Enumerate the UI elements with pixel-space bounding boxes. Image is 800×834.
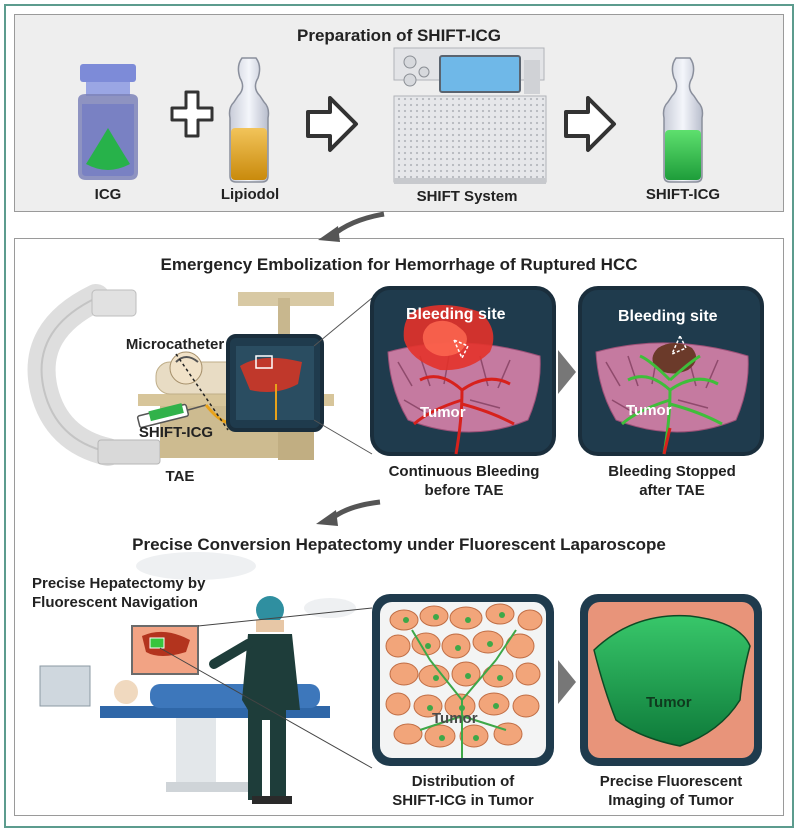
shift-system-label: SHIFT System: [416, 188, 518, 205]
fluorescent-imaging-image: [580, 594, 762, 766]
fluorescent-caption: Precise Fluorescent Imaging of Tumor: [578, 772, 764, 810]
bleeding-site-label-before: Bleeding site: [406, 306, 506, 323]
monitor-stand-icon: [238, 292, 334, 338]
navigation-label-line1: Precise Hepatectomy by: [32, 575, 206, 592]
lipiodol-label: Lipiodol: [220, 186, 280, 203]
process-arrow-icon: [564, 96, 616, 152]
navigation-label-line2: Fluorescent Navigation: [32, 594, 198, 611]
hepatectomy-title: Precise Conversion Hepatectomy under Flu…: [132, 535, 666, 554]
shift-icg-syringe-label: SHIFT-ICG: [138, 424, 214, 441]
fluorescent-caption-line1: Precise Fluorescent: [599, 773, 743, 790]
flow-arrow-icon: [330, 211, 385, 238]
tae-label: TAE: [165, 468, 195, 485]
before-tae-caption-line1: Continuous Bleeding: [388, 463, 540, 480]
embolization-title: Emergency Embolization for Hemorrhage of…: [160, 255, 638, 274]
icg-label: ICG: [94, 186, 122, 203]
bleeding-stopped-image: [578, 286, 764, 456]
angiography-system-icon: [27, 284, 161, 466]
shift-icg-distribution-image: [372, 594, 554, 766]
bleeding-before-tae-image: [370, 286, 556, 456]
syringe-icon: [136, 403, 207, 429]
preparation-title: Preparation of SHIFT-ICG: [296, 26, 502, 45]
tumor-label-cells: Tumor: [432, 710, 478, 727]
tumor-label-after: Tumor: [626, 402, 672, 419]
after-tae-caption-line1: Bleeding Stopped: [608, 463, 736, 480]
chevron-right-icon: [558, 350, 576, 394]
microcatheter-label: Microcatheter: [125, 336, 225, 353]
distribution-caption: Distribution of SHIFT-ICG in Tumor: [370, 772, 556, 810]
plus-icon: [170, 90, 214, 138]
tumor-label-before: Tumor: [420, 404, 466, 421]
process-arrow-icon: [306, 96, 358, 152]
operating-room-scene: [39, 552, 356, 804]
lipiodol-ampoule-icon: [228, 57, 270, 183]
before-tae-caption: Continuous Bleeding before TAE: [374, 462, 554, 500]
distribution-caption-line2: SHIFT-ICG in Tumor: [392, 792, 534, 809]
shift-icg-ampoule-icon: [662, 57, 704, 183]
navigation-label: Precise Hepatectomy by Fluorescent Navig…: [32, 574, 242, 612]
chevron-right-icon: [558, 660, 576, 704]
after-tae-caption: Bleeding Stopped after TAE: [582, 462, 762, 500]
flow-arrow-icon: [328, 499, 381, 522]
distribution-caption-line1: Distribution of: [411, 773, 515, 790]
tumor-label-fluorescent: Tumor: [646, 694, 692, 711]
fluorescent-caption-line2: Imaging of Tumor: [608, 792, 734, 809]
icg-vial-icon: [78, 64, 138, 180]
shift-icg-label: SHIFT-ICG: [645, 186, 721, 203]
shift-system-icon: [393, 47, 547, 184]
after-tae-caption-line2: after TAE: [639, 482, 705, 499]
bleeding-site-label-after: Bleeding site: [618, 308, 718, 325]
angiography-monitor-icon: [226, 334, 324, 432]
before-tae-caption-line2: before TAE: [424, 482, 504, 499]
